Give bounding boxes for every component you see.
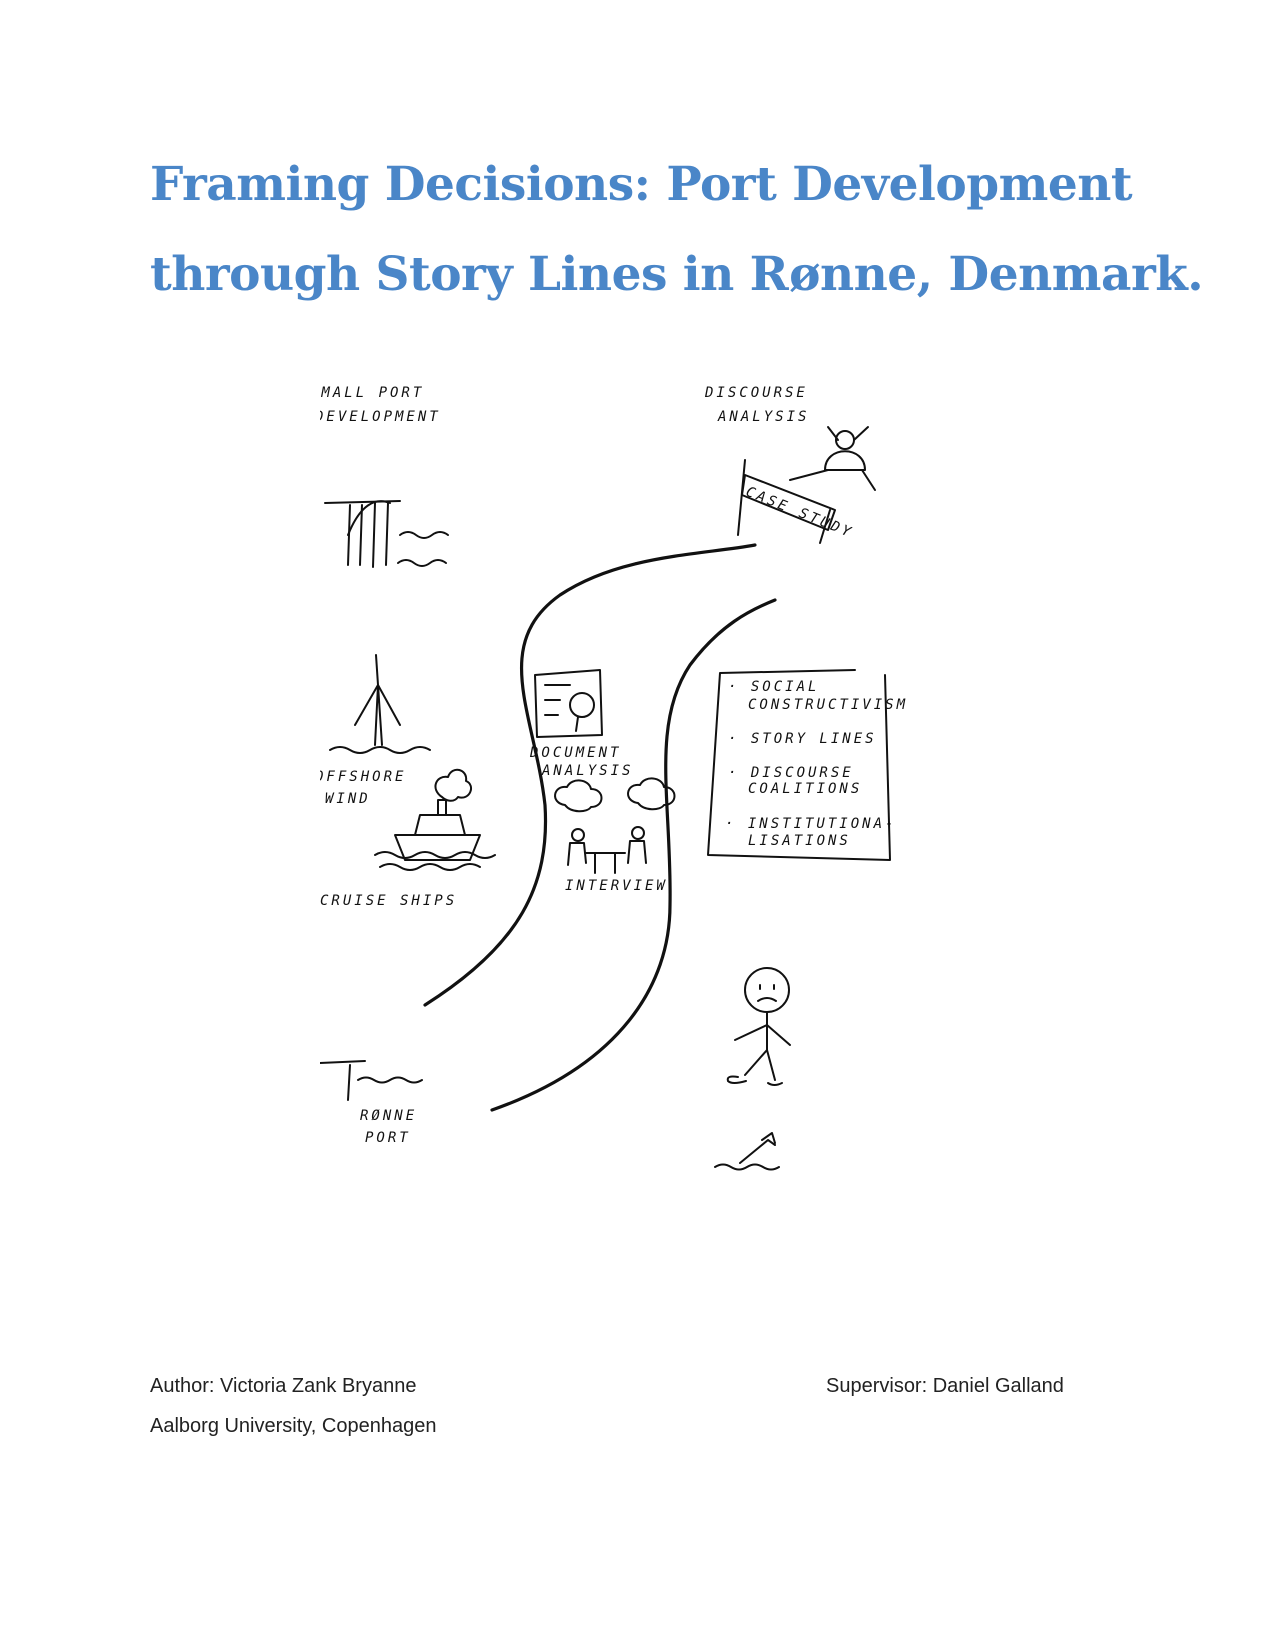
- road-left-edge: [423, 543, 757, 1007]
- theory-item-4b: LISATIONS: [748, 833, 851, 849]
- title-line-1: Framing Decisions: Port Development: [150, 157, 1133, 212]
- university-text: Aalborg University, Copenhagen: [150, 1415, 437, 1437]
- cruise-ship-icon: [374, 768, 496, 871]
- label-discourse-2: ANALYSIS: [717, 409, 809, 425]
- author-text: Author: Victoria Zank Bryanne: [150, 1375, 417, 1397]
- theory-board: [707, 669, 891, 861]
- label-offshore-2: WIND: [325, 791, 371, 807]
- label-cruise-ships: CRUISE SHIPS: [320, 893, 457, 909]
- document-icon: [534, 669, 603, 738]
- cover-illustration: SMALL PORT DEVELOPMENT OFFSHORE WIND CRU…: [320, 385, 908, 1171]
- sad-figure-icon: [726, 967, 791, 1086]
- ronne-port-icon: [320, 1060, 423, 1101]
- page-title: Framing Decisions: Port Development thro…: [150, 140, 1204, 320]
- theory-item-2: · STORY LINES: [728, 731, 877, 747]
- small-port-icon: [324, 500, 449, 568]
- label-offshore-1: OFFSHORE: [320, 769, 406, 785]
- theory-item-1: · SOCIAL: [728, 679, 819, 695]
- theory-item-3b: COALITIONS: [748, 781, 862, 797]
- supervisor-text: Supervisor: Daniel Galland: [826, 1375, 1064, 1397]
- label-document-2: ANALYSIS: [541, 763, 633, 779]
- wind-turbine-icon: [329, 654, 431, 754]
- theory-item-3: · DISCOURSE: [728, 765, 854, 781]
- interview-icon: [554, 777, 676, 874]
- label-small-port-1: SMALL PORT: [320, 385, 424, 401]
- case-study-banner: CASE STUDY: [737, 459, 856, 544]
- label-case-study: CASE STUDY: [744, 484, 856, 542]
- label-interview: INTERVIEW: [565, 878, 668, 894]
- road-right-edge: [490, 598, 777, 1112]
- label-document-1: DOCUMENT: [529, 745, 621, 761]
- sinking-boat-icon: [714, 1132, 780, 1171]
- theory-item-4: · INSTITUTIONA-: [725, 816, 896, 832]
- label-ronne-2: PORT: [365, 1130, 411, 1146]
- title-line-2: through Story Lines in Rønne, Denmark.: [150, 247, 1204, 302]
- theory-item-1b: CONSTRUCTIVISM: [748, 697, 908, 713]
- label-ronne-1: RØNNE: [360, 1108, 417, 1124]
- label-discourse-1: DISCOURSE: [704, 385, 808, 401]
- label-small-port-2: DEVELOPMENT: [320, 409, 441, 425]
- jumping-figure-icon: [789, 426, 876, 491]
